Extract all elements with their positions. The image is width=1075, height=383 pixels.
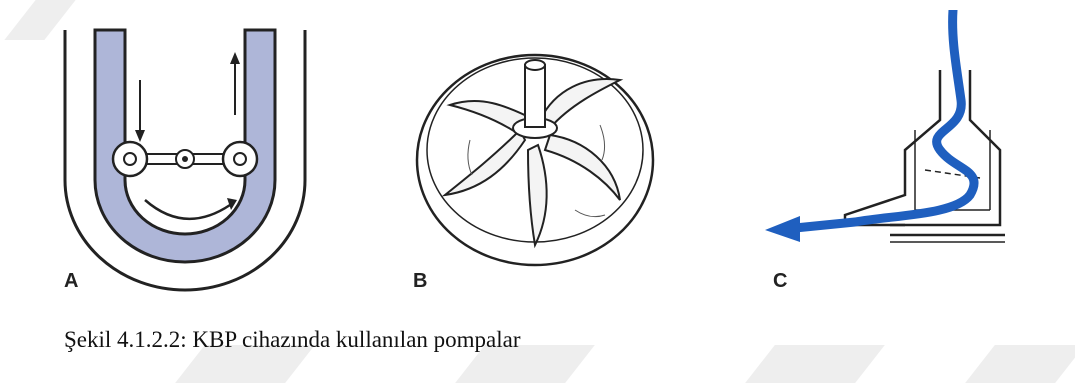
figure-caption: Şekil 4.1.2.2: KBP cihazında kullanılan … <box>64 327 521 353</box>
panel-a-label: A <box>64 270 78 293</box>
roller-pump-icon <box>55 10 315 300</box>
panel-a-roller-pump <box>55 10 315 300</box>
watermark-stripe <box>745 345 885 383</box>
panel-b-impeller <box>410 10 660 300</box>
watermark-stripe <box>965 345 1075 383</box>
panel-b-label: B <box>413 270 427 293</box>
centrifugal-impeller-icon <box>410 10 660 300</box>
panel-c-flow <box>765 10 1015 300</box>
centrifugal-pump-flow-icon <box>765 10 1015 300</box>
panel-c-label: C <box>773 270 787 293</box>
